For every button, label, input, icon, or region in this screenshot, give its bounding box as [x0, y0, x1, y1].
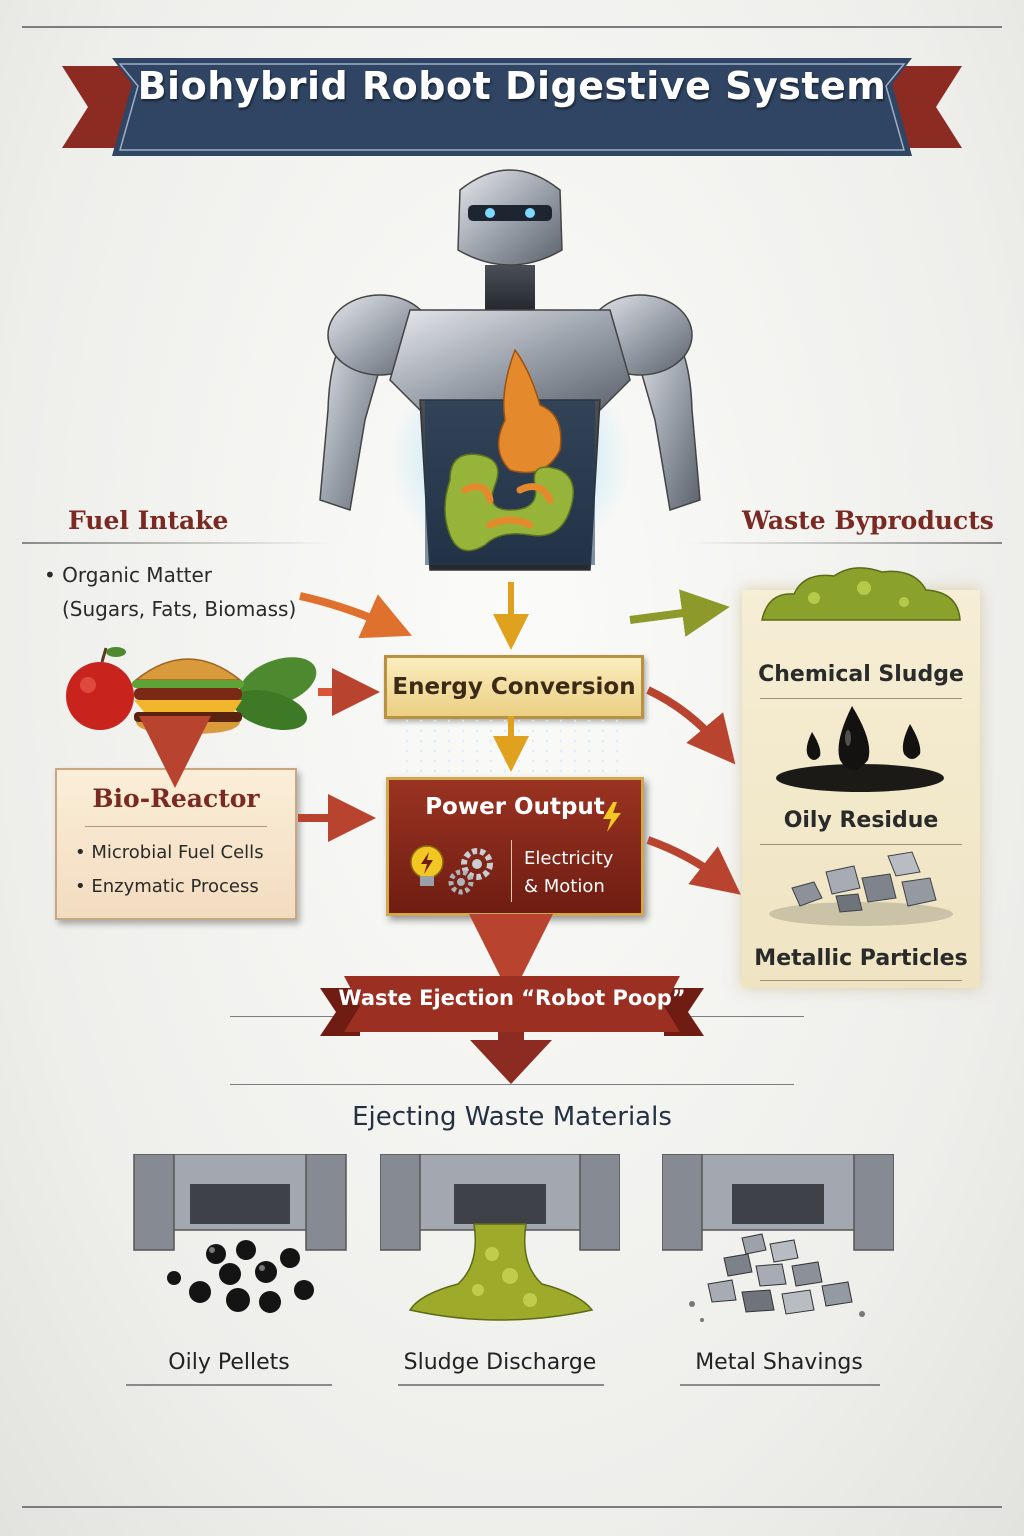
gears-icon: [448, 848, 493, 895]
bio-reactor-box: Bio-Reactor • Microbial Fuel Cells • Enz…: [55, 768, 297, 920]
arrow-energy-to-oil: [646, 686, 736, 765]
ejection-rule-right: [686, 1016, 804, 1017]
ejecting-item-underline: [398, 1384, 604, 1386]
fuel-intake-sub: (Sugars, Fats, Biomass): [62, 597, 297, 621]
ejecting-title: Ejecting Waste Materials: [352, 1102, 672, 1132]
fuel-intake-underline: [22, 542, 332, 544]
arrow-robot-to-sludge: [629, 589, 730, 637]
arrow-intake-to-stomach: [299, 592, 412, 639]
waste-item-label: Chemical Sludge: [758, 662, 964, 687]
waste-divider: [760, 698, 962, 699]
sludge-discharge-scene: [380, 1154, 620, 1321]
waste-item-label: Metallic Particles: [754, 946, 968, 971]
waste-ejection-banner: [320, 976, 704, 1036]
lightning-icon: [603, 802, 621, 832]
robot-illustration: [319, 169, 701, 571]
power-output-divider: [511, 840, 512, 902]
waste-byproducts-panel: Chemical Sludge Oily Residue Metallic Pa…: [742, 567, 980, 988]
waste-divider: [760, 844, 962, 845]
ejection-underline: [230, 1084, 794, 1085]
fuel-intake-item: Organic Matter: [62, 563, 213, 587]
page-title: Biohybrid Robot Digestive System: [137, 64, 887, 108]
waste-ejection-label: Waste Ejection “Robot Poop”: [338, 986, 686, 1010]
bio-reactor-item-label: Enzymatic Process: [91, 876, 259, 897]
ejecting-item-label: Sludge Discharge: [403, 1350, 597, 1375]
power-output-desc-2: & Motion: [524, 876, 605, 897]
top-rule: [22, 26, 1002, 28]
bio-reactor-title: Bio-Reactor: [92, 784, 260, 813]
title-banner: [62, 58, 962, 156]
bullet-dot: •: [44, 563, 63, 587]
metal-shavings-scene: [662, 1154, 894, 1322]
bio-reactor-item: • Enzymatic Process: [75, 876, 259, 897]
sludge-icon: [761, 567, 961, 621]
arrow-power-to-metal: [646, 836, 741, 895]
bio-reactor-divider: [85, 826, 267, 827]
bio-reactor-item-label: Microbial Fuel Cells: [91, 842, 264, 863]
bottom-rule: [22, 1506, 1002, 1508]
waste-byproducts-underline: [686, 542, 1002, 544]
ejection-rule-left: [230, 1016, 340, 1017]
waste-divider: [760, 980, 962, 981]
power-output-title: Power Output: [425, 794, 605, 820]
bio-reactor-item: • Microbial Fuel Cells: [75, 842, 264, 863]
fuel-intake-bullet: • Organic Matter: [44, 563, 212, 587]
food-illustration: [66, 647, 317, 734]
waste-item-label: Oily Residue: [783, 808, 939, 833]
arrow-ejection-down: [470, 1040, 552, 1084]
ejecting-item-label: Oily Pellets: [168, 1350, 290, 1375]
lightbulb-icon: [410, 845, 444, 886]
oil-drop-icon: [776, 706, 944, 792]
metal-particles-icon: [769, 851, 953, 926]
ejecting-item-underline: [680, 1384, 880, 1386]
power-output-desc-1: Electricity: [524, 848, 614, 869]
ejecting-item-underline: [126, 1384, 332, 1386]
fuel-intake-heading: Fuel Intake: [68, 506, 229, 535]
energy-conversion-box: Energy Conversion: [384, 655, 644, 719]
oily-pellets-scene: [133, 1154, 347, 1313]
waste-byproducts-heading: Waste Byproducts: [742, 506, 994, 535]
ejecting-item-label: Metal Shavings: [695, 1350, 863, 1375]
